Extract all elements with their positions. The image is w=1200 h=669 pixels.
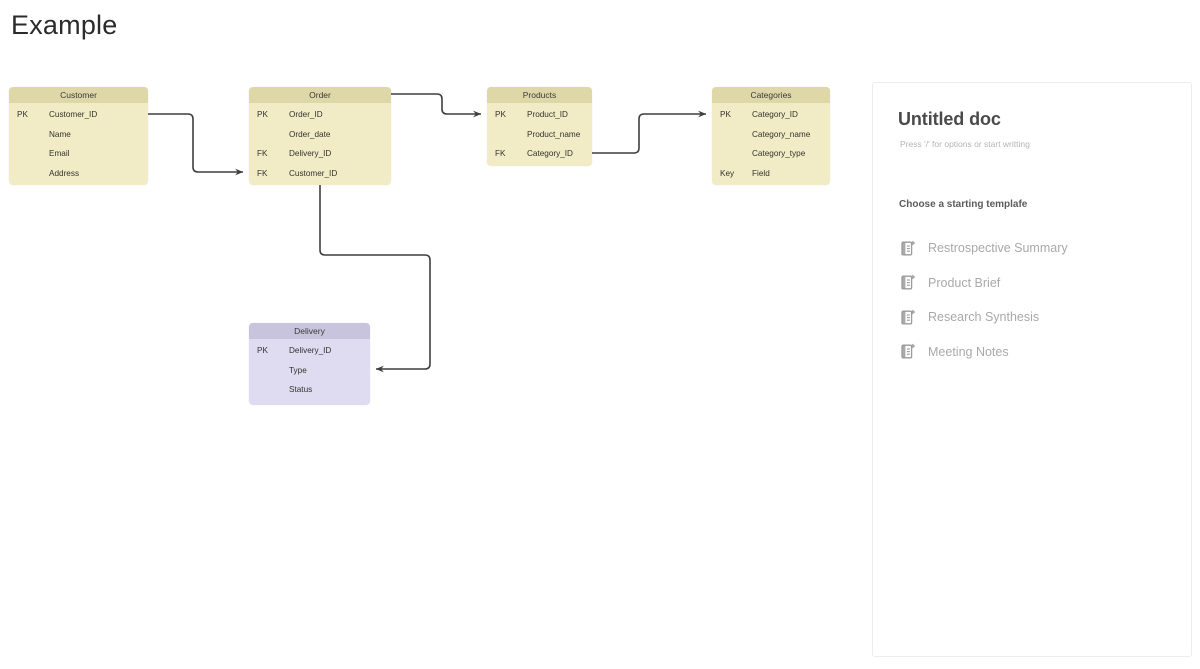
template-item-restrospective-summary[interactable]: Restrospective Summary — [873, 231, 1193, 266]
connector-order-delivery — [319, 185, 431, 373]
entity-title-order: Order — [249, 87, 391, 103]
page-title: Example — [11, 10, 118, 40]
field-name: Product_name — [527, 129, 581, 139]
field-name: Customer_ID — [49, 110, 98, 119]
field-name: Category_ID — [752, 110, 798, 119]
entity-row[interactable]: PK Category_ID — [712, 105, 830, 125]
entity-row[interactable]: Email — [9, 144, 148, 164]
field-name: Delivery_ID — [289, 346, 332, 355]
field-name: Product_ID — [527, 110, 568, 119]
template-label: Research Synthesis — [928, 310, 1040, 325]
templates-section-label: Choose a starting templafe — [899, 199, 1028, 210]
doc-panel: Untitled doc Press '/' for options or st… — [872, 82, 1192, 657]
field-name: Category_name — [752, 129, 811, 139]
entity-row[interactable]: FK Customer_ID — [249, 164, 391, 184]
entity-row[interactable]: Key Field — [712, 164, 830, 184]
entity-title-customer: Customer — [9, 87, 148, 103]
field-name: Field — [752, 168, 770, 178]
connector-customer-order — [148, 113, 244, 176]
entity-title-delivery: Delivery — [249, 323, 370, 339]
document-plus-icon — [900, 343, 916, 361]
entity-row[interactable]: Category_type — [712, 144, 830, 164]
field-name: Delivery_ID — [289, 149, 332, 158]
document-plus-icon — [900, 239, 916, 257]
entity-row[interactable]: Order_date — [249, 125, 391, 145]
connector-products-categories — [592, 110, 707, 154]
template-label: Meeting Notes — [928, 344, 1009, 359]
field-name: Email — [49, 149, 70, 158]
entity-row[interactable]: FK Delivery_ID — [249, 144, 391, 164]
entity-row[interactable]: Address — [9, 164, 148, 184]
entity-row[interactable]: Type — [249, 361, 370, 381]
template-item-research-synthesis[interactable]: Research Synthesis — [873, 300, 1193, 335]
field-key: PK — [257, 110, 268, 119]
entity-title-products: Products — [487, 87, 592, 103]
template-label: Product Brief — [928, 275, 1001, 290]
field-key: PK — [17, 110, 28, 119]
field-key: FK — [495, 149, 506, 158]
doc-title[interactable]: Untitled doc — [898, 109, 1001, 129]
field-key: PK — [495, 110, 506, 119]
entity-title-categories: Categories — [712, 87, 830, 103]
entity-row[interactable]: PK Product_ID — [487, 105, 592, 125]
field-name: Address — [49, 168, 80, 178]
entity-row[interactable]: PK Delivery_ID — [249, 341, 370, 361]
field-key: FK — [257, 149, 268, 158]
field-key: PK — [257, 346, 268, 355]
template-label: Restrospective Summary — [928, 241, 1068, 256]
field-key: PK — [720, 110, 731, 119]
entity-row[interactable]: FK Category_ID — [487, 144, 592, 164]
field-name: Category_type — [752, 149, 806, 158]
field-name: Status — [289, 385, 313, 394]
relationship-connectors — [148, 93, 707, 373]
field-name: Order_date — [289, 129, 331, 139]
field-key: FK — [257, 168, 268, 178]
field-key: Key — [720, 168, 735, 178]
field-name: Customer_ID — [289, 168, 338, 178]
field-name: Name — [49, 129, 71, 139]
document-plus-icon — [900, 274, 916, 292]
document-plus-icon — [900, 308, 916, 326]
template-item-meeting-notes[interactable]: Meeting Notes — [873, 335, 1193, 370]
field-name: Type — [289, 365, 307, 375]
entity-row[interactable]: PK Order_ID — [249, 105, 391, 125]
doc-placeholder-hint[interactable]: Press '/' for options or start writting — [900, 139, 1030, 149]
entity-row[interactable]: Status — [249, 380, 370, 400]
connector-order-products — [391, 93, 482, 118]
field-name: Category_ID — [527, 149, 573, 158]
entity-row[interactable]: PK Customer_ID — [9, 105, 148, 125]
entity-row[interactable]: Category_name — [712, 125, 830, 145]
entity-row[interactable]: Product_name — [487, 125, 592, 145]
entity-row[interactable]: Name — [9, 125, 148, 145]
field-name: Order_ID — [289, 110, 323, 119]
template-item-product-brief[interactable]: Product Brief — [873, 266, 1193, 301]
